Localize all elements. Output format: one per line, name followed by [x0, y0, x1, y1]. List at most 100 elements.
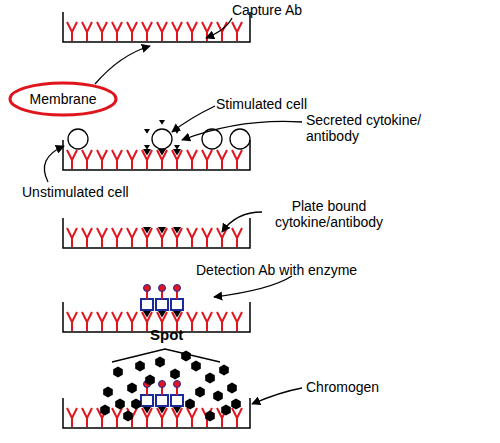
chromogen-precipitate — [231, 399, 241, 410]
enzyme — [174, 381, 181, 388]
capture-antibody — [67, 408, 77, 427]
detection-antibody — [171, 395, 183, 406]
chromogen-precipitate — [123, 411, 133, 422]
node-text: Membrane — [30, 91, 97, 107]
capture-antibody — [142, 22, 152, 41]
detection-antibody — [141, 395, 153, 406]
chromogen-precipitate — [185, 399, 195, 410]
capture-antibody — [172, 150, 182, 169]
capture-antibody — [112, 228, 122, 247]
enzyme-link — [161, 387, 163, 395]
chromogen-precipitate — [195, 387, 205, 398]
cytokine — [173, 407, 181, 413]
detection-antibody — [141, 299, 153, 310]
capture-antibody — [157, 228, 167, 247]
chromogen-precipitate — [135, 361, 145, 372]
chromogen-precipitate — [155, 357, 165, 368]
capture-antibody — [187, 408, 197, 427]
cytokine — [143, 311, 151, 317]
leader-line — [222, 212, 262, 232]
capture-antibody — [127, 312, 137, 331]
capture-antibody — [202, 150, 212, 169]
leader-line — [172, 106, 215, 132]
cytokine — [158, 311, 166, 317]
capture-antibody — [142, 228, 152, 247]
well — [63, 12, 250, 42]
callout-label: Capture Ab — [232, 2, 302, 18]
spot-bracket — [112, 349, 220, 362]
leader-line — [206, 18, 232, 38]
capture-antibody — [217, 228, 227, 247]
chromogen-precipitate — [100, 405, 110, 416]
capture-antibody — [232, 228, 242, 247]
capture-antibody — [202, 228, 212, 247]
detection-antibody — [156, 395, 168, 406]
capture-antibody — [187, 150, 197, 169]
capture-antibody — [157, 150, 167, 169]
cytokine — [144, 129, 150, 134]
chromogen-precipitate — [103, 387, 113, 398]
callout-label: Spot — [150, 327, 183, 343]
capture-antibody — [217, 312, 227, 331]
highlight-oval: Membrane — [8, 81, 118, 117]
cytokine — [158, 407, 166, 413]
wells — [63, 12, 250, 428]
chromogen-precipitate — [205, 373, 215, 384]
chromogen-precipitate — [191, 361, 201, 372]
chromogen-precipitate — [127, 383, 137, 394]
detection-antibody — [156, 299, 168, 310]
capture-antibody — [82, 312, 92, 331]
capture-antibody — [67, 22, 77, 41]
capture-antibody — [127, 22, 137, 41]
leader-line — [95, 46, 150, 84]
capture-antibody — [82, 150, 92, 169]
callout-label: Detection Ab with enzyme — [196, 262, 357, 278]
cytokine — [173, 149, 181, 155]
chromogen-precipitate — [219, 365, 229, 376]
well — [63, 218, 250, 248]
leader-line — [44, 146, 64, 182]
callout-label: Unstimulated cell — [22, 184, 129, 200]
capture-antibody — [202, 312, 212, 331]
capture-antibody — [97, 312, 107, 331]
cytokine — [143, 149, 151, 155]
molecules — [67, 22, 250, 427]
cytokine — [143, 227, 151, 233]
capture-antibody — [82, 22, 92, 41]
detection-antibody — [171, 299, 183, 310]
unstimulated-cell — [230, 129, 250, 149]
chromogen-precipitate — [145, 375, 155, 386]
enzyme-link — [176, 387, 178, 395]
capture-antibody — [67, 228, 77, 247]
capture-antibody — [127, 228, 137, 247]
stimulated-cell — [152, 129, 172, 149]
capture-antibody — [232, 150, 242, 169]
enzyme — [144, 285, 151, 292]
chromogen-precipitate — [205, 411, 215, 422]
capture-antibody — [157, 22, 167, 41]
cytokine — [173, 227, 181, 233]
capture-antibody — [97, 22, 107, 41]
capture-antibody — [97, 228, 107, 247]
cytokine — [173, 311, 181, 317]
enzyme-link — [146, 291, 148, 299]
enzyme — [159, 381, 166, 388]
cytokine — [158, 227, 166, 233]
capture-antibody — [232, 408, 242, 427]
enzyme — [159, 285, 166, 292]
chromogen-precipitate — [115, 399, 125, 410]
capture-antibody — [142, 408, 152, 427]
chromogen-precipitate — [181, 351, 191, 362]
enzyme — [174, 285, 181, 292]
capture-antibody — [187, 312, 197, 331]
leader-line — [252, 388, 302, 404]
callout-label: Chromogen — [306, 379, 379, 395]
leader-line — [214, 276, 292, 297]
capture-antibody — [187, 228, 197, 247]
capture-antibody — [112, 22, 122, 41]
cytokine — [158, 149, 166, 155]
enzyme-link — [146, 387, 148, 395]
enzyme-link — [176, 291, 178, 299]
capture-antibody — [232, 22, 242, 41]
